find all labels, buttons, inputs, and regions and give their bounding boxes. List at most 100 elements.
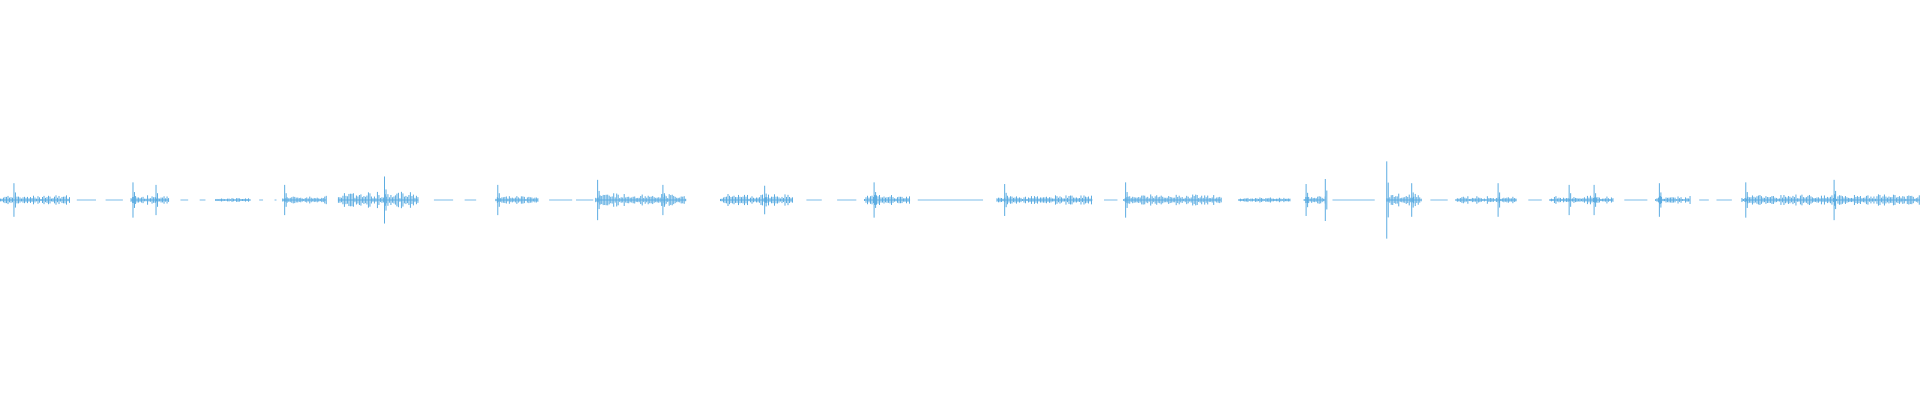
waveform-sample [1009, 196, 1011, 204]
waveform-sample [1906, 196, 1908, 204]
waveform-sample [653, 197, 655, 203]
waveform-sample [1414, 193, 1416, 207]
waveform-peak [14, 192, 16, 208]
waveform-sample [906, 196, 907, 204]
waveform-sample [1056, 196, 1058, 204]
waveform-sample [1066, 197, 1068, 203]
waveform-sample [517, 197, 519, 203]
waveform-sample [42, 196, 43, 204]
waveform-sample [1068, 196, 1070, 204]
waveform-sample [354, 197, 356, 203]
waveform-sample [789, 196, 790, 204]
waveform-sample [1898, 196, 1900, 204]
waveform-sample [1392, 195, 1394, 206]
waveform-sample [1786, 197, 1788, 203]
waveform-sample [1175, 194, 1177, 206]
waveform-sample [1006, 195, 1008, 205]
waveform-sample [1214, 198, 1216, 202]
waveform-sample [1147, 196, 1149, 204]
waveform-peak [284, 184, 286, 216]
waveform-sample [148, 198, 150, 202]
waveform-sample [1656, 198, 1658, 202]
waveform-peak [1746, 192, 1748, 208]
silence-dash [76, 199, 96, 201]
waveform-sample [237, 198, 239, 202]
waveform-sample [771, 196, 772, 204]
waveform-sample [364, 196, 366, 204]
waveform-sample [1041, 197, 1043, 203]
waveform-sample [762, 194, 763, 206]
waveform-sample [1859, 195, 1861, 204]
waveform-sample [1562, 197, 1564, 203]
waveform-sample [1792, 195, 1794, 205]
waveform-sample [1676, 199, 1678, 201]
waveform-sample [388, 197, 390, 203]
waveform-sample [1772, 196, 1774, 204]
waveform-sample [1846, 197, 1848, 203]
waveform-sample [1177, 196, 1179, 204]
waveform-sample [234, 199, 236, 201]
waveform-sample [1670, 197, 1672, 203]
waveform-peak [1570, 193, 1572, 207]
waveform-sample [650, 196, 652, 204]
waveform-sample [747, 194, 748, 206]
waveform-sample [1597, 197, 1599, 203]
waveform-sample [1591, 197, 1593, 203]
waveform-sample [864, 199, 865, 201]
waveform-sample [1419, 197, 1421, 203]
waveform-sample [224, 199, 226, 201]
silence-dash [1332, 199, 1375, 201]
waveform-sample [873, 196, 874, 204]
waveform-sample [1601, 198, 1603, 202]
silence-dash [433, 199, 454, 201]
waveform-sample [1045, 196, 1047, 204]
waveform-sample [1489, 197, 1491, 203]
waveform-sample [1753, 196, 1755, 204]
waveform-sample [634, 196, 636, 204]
waveform-sample [1510, 198, 1512, 202]
waveform-sample [1284, 198, 1286, 202]
waveform-sample [156, 198, 158, 202]
waveform-sample [774, 194, 775, 206]
waveform-sample [1804, 197, 1806, 203]
waveform-sample [772, 196, 774, 204]
waveform-sample [1480, 198, 1482, 202]
waveform-sample [1063, 198, 1065, 202]
waveform-sample [1404, 197, 1406, 203]
waveform-sample [1156, 195, 1158, 205]
waveform-sample [1074, 197, 1076, 203]
waveform-sample [1917, 197, 1919, 203]
waveform-sample [1248, 199, 1250, 201]
waveform-sample [641, 194, 643, 206]
waveform-sample [1308, 196, 1310, 204]
waveform-sample [1742, 198, 1744, 202]
waveform-sample [1186, 195, 1188, 205]
waveform-sample [1573, 197, 1575, 203]
waveform-sample [1686, 198, 1688, 202]
waveform-sample [1880, 197, 1882, 203]
waveform-sample [614, 197, 616, 203]
waveform-sample [1902, 196, 1904, 204]
waveform-sample [1589, 195, 1591, 205]
waveform-sample [1582, 198, 1584, 202]
waveform-sample [792, 197, 793, 203]
waveform-sample [1873, 196, 1875, 204]
waveform-sample [373, 196, 375, 204]
waveform-sample [372, 198, 374, 202]
waveform-sample [1220, 197, 1222, 203]
waveform-sample [1477, 197, 1479, 203]
waveform-sample [135, 196, 137, 204]
waveform-sample [291, 197, 293, 203]
waveform-sample [1856, 196, 1858, 204]
waveform-sample [757, 197, 759, 203]
waveform-sample [1488, 198, 1490, 202]
waveform-sample [523, 196, 525, 204]
waveform-sample [886, 197, 888, 203]
waveform-sample [889, 196, 891, 204]
waveform-sample [616, 193, 618, 207]
waveform-sample [1459, 198, 1461, 202]
waveform-sample [1810, 196, 1812, 204]
waveform-sample [1036, 196, 1038, 204]
